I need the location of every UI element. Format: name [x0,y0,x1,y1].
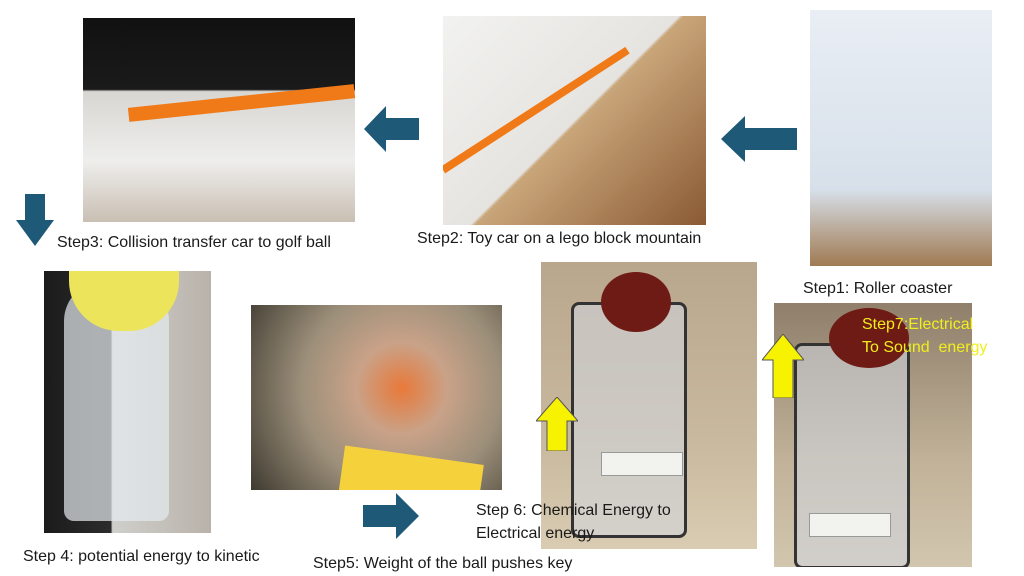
battery [601,452,683,476]
step3-photo-collision [83,18,355,222]
arrow-right-icon [363,493,419,539]
arrow-left-icon [721,116,797,162]
arrow-left-icon [364,106,419,152]
step2-photo-lego-mountain [443,16,706,225]
step2-caption: Step2: Toy car on a lego block mountain [417,230,702,247]
arrow-up-icon [762,334,804,398]
step7-caption-line1: Step7:Electrical [862,316,974,333]
battery [809,513,891,537]
step6-photo-circuit [541,262,757,549]
step1-caption: Step1: Roller coaster [803,280,953,297]
orange-track [127,84,355,122]
step4-photo-bottle [44,271,211,533]
speaker [601,272,671,332]
step4-caption: Step 4: potential energy to kinetic [23,548,260,565]
step7-photo-sound [774,303,972,567]
step7-caption-line2: To Sound energy [862,339,988,356]
step6-caption-line1: Step 6: Chemical Energy to [476,502,671,519]
orange-track [443,46,630,174]
step3-caption: Step3: Collision transfer car to golf ba… [57,234,331,251]
circuit-board [571,302,687,538]
arrow-down-icon [16,194,54,246]
yellow-paper [338,445,484,490]
speaker [829,308,909,368]
arrow-up-icon [536,397,578,451]
step5-photo-ball-key [251,305,502,490]
step5-caption: Step5: Weight of the ball pushes key [313,555,573,572]
step1-photo-roller-coaster [810,10,992,266]
step6-caption-line2: Electrical energy [476,525,595,542]
